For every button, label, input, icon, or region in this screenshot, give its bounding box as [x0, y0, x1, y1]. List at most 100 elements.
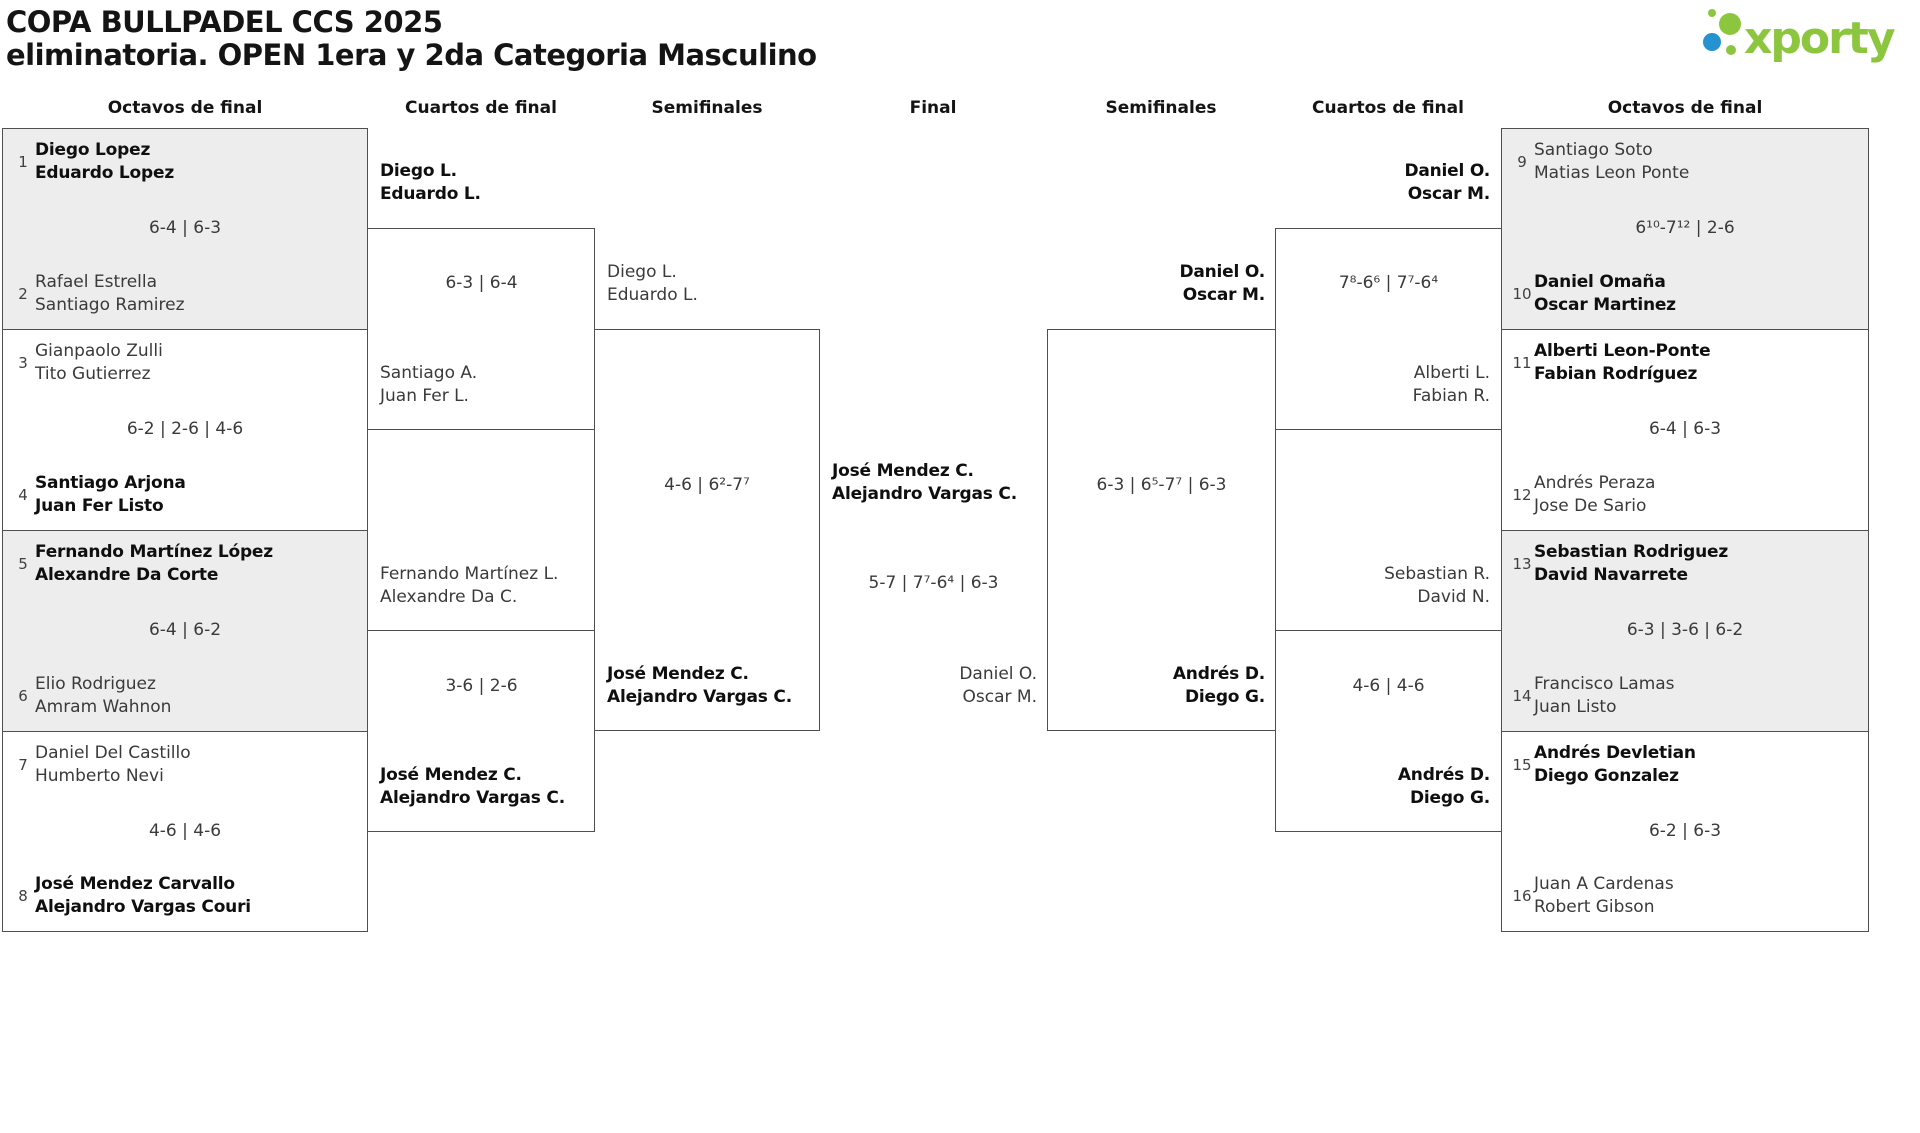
qf3-box	[1275, 228, 1502, 430]
player-name: Gianpaolo Zulli	[35, 341, 163, 361]
logo-dot-small-icon	[1726, 45, 1736, 55]
sf1-box	[594, 329, 820, 731]
player-name: Santiago Soto	[1534, 140, 1653, 160]
qf4-box	[1275, 630, 1502, 832]
team-entry: 14 Francisco Lamas Juan Listo	[1510, 673, 1675, 719]
sf1-team-b-label: José Mendez C. Alejandro Vargas C.	[607, 663, 792, 709]
player-name: Juan A Cardenas	[1534, 874, 1674, 894]
player-name: Juan Listo	[1534, 697, 1617, 717]
player-name: Eduardo L.	[380, 184, 481, 204]
player-name: Eduardo L.	[607, 285, 698, 305]
team-entry: 13 Sebastian Rodriguez David Navarrete	[1510, 541, 1728, 587]
team-names: Andrés Peraza Jose De Sario	[1534, 472, 1655, 518]
round-header-octavos-right: Octavos de final	[1607, 98, 1763, 118]
sf1-score: 4-6 | 6²-7⁷	[664, 475, 750, 495]
player-name: Andrés Devletian	[1534, 743, 1696, 763]
sf2-score: 6-3 | 6⁵-7⁷ | 6-3	[1096, 475, 1227, 495]
octavos-match-5-6: 5 Fernando Martínez López Alexandre Da C…	[2, 530, 368, 731]
match-score: 6-2 | 6-3	[1648, 821, 1722, 841]
team-names: Daniel Del Castillo Humberto Nevi	[35, 742, 191, 788]
title-line2: eliminatoria. OPEN 1era y 2da Categoria …	[6, 38, 817, 72]
player-name: José Mendez C.	[607, 664, 749, 684]
round-header-cuartos-right: Cuartos de final	[1312, 98, 1464, 118]
seed-number: 12	[1512, 486, 1532, 504]
team-names: Elio Rodriguez Amram Wahnon	[35, 673, 171, 719]
player-name: Oscar Martinez	[1534, 295, 1676, 315]
player-name: Daniel Omaña	[1534, 272, 1666, 292]
qf2-box	[368, 630, 595, 832]
sf2-box	[1047, 329, 1276, 731]
team-entry: 4 Santiago Arjona Juan Fer Listo	[11, 472, 186, 518]
team-names: Alberti Leon-Ponte Fabian Rodríguez	[1534, 340, 1711, 386]
player-name: Diego G.	[1184, 687, 1265, 707]
qf1-score: 6-3 | 6-4	[445, 273, 518, 293]
match-score: 6-4 | 6-3	[148, 218, 222, 238]
team-entry: 12 Andrés Peraza Jose De Sario	[1510, 472, 1655, 518]
player-name: Daniel O.	[1404, 161, 1490, 181]
player-name: Diego L.	[607, 262, 677, 282]
player-name: Francisco Lamas	[1534, 674, 1675, 694]
team-names: Francisco Lamas Juan Listo	[1534, 673, 1675, 719]
player-name: Juan Fer Listo	[35, 496, 164, 516]
logo-dot-tiny-icon	[1708, 9, 1716, 17]
seed-number: 1	[18, 153, 28, 171]
qf3-team-b-label: Alberti L. Fabian R.	[1413, 362, 1490, 408]
seed-number: 15	[1512, 756, 1532, 774]
player-name: Fabian Rodríguez	[1534, 364, 1698, 384]
team-entry: 3 Gianpaolo Zulli Tito Gutierrez	[11, 340, 163, 386]
player-name: Andrés Peraza	[1534, 473, 1656, 493]
qf2-score: 3-6 | 2-6	[445, 676, 518, 696]
player-name: Alejandro Vargas C.	[832, 484, 1017, 504]
player-name: Santiago Arjona	[35, 473, 186, 493]
player-name: Andrés D.	[1172, 664, 1265, 684]
seed-number: 9	[1517, 153, 1527, 171]
round-header-semis-right: Semifinales	[1105, 98, 1217, 118]
player-name: Juan Fer L.	[380, 386, 469, 406]
player-name: Diego G.	[1409, 788, 1490, 808]
round-header-semis-left: Semifinales	[651, 98, 763, 118]
team-names: Santiago Soto Matias Leon Ponte	[1534, 139, 1689, 185]
round-header-octavos-left: Octavos de final	[107, 98, 263, 118]
seed-number: 5	[18, 555, 28, 573]
player-name: Santiago A.	[380, 363, 478, 383]
team-names: Juan A Cardenas Robert Gibson	[1534, 873, 1674, 919]
qf2-team-a-label: Fernando Martínez L. Alexandre Da C.	[380, 563, 558, 609]
player-name: Fabian R.	[1412, 386, 1490, 406]
team-names: Sebastian Rodriguez David Navarrete	[1534, 541, 1728, 587]
team-names: Fernando Martínez López Alexandre Da Cor…	[35, 541, 273, 587]
player-name: Matias Leon Ponte	[1534, 163, 1690, 183]
player-name: Alexandre Da Corte	[35, 565, 219, 585]
qf1-team-b-label: Santiago A. Juan Fer L.	[380, 362, 477, 408]
final-score: 5-7 | 7⁷-6⁴ | 6-3	[868, 573, 999, 593]
qf2-team-b-label: José Mendez C. Alejandro Vargas C.	[380, 764, 565, 810]
octavos-match-3-4: 3 Gianpaolo Zulli Tito Gutierrez 6-2 | 2…	[2, 329, 368, 530]
team-entry: 8 José Mendez Carvallo Alejandro Vargas …	[11, 873, 251, 919]
match-score: 4-6 | 4-6	[148, 821, 222, 841]
team-names: Daniel Omaña Oscar Martinez	[1534, 271, 1676, 317]
player-name: Alejandro Vargas C.	[607, 687, 792, 707]
player-name: Alberti Leon-Ponte	[1534, 341, 1711, 361]
qf4-team-b-label: Andrés D. Diego G.	[1398, 764, 1490, 810]
logo-dot-big-icon	[1719, 13, 1741, 35]
player-name: Andrés D.	[1397, 765, 1490, 785]
player-name: Diego Lopez	[35, 140, 151, 160]
final-team-a-label: José Mendez C. Alejandro Vargas C.	[832, 460, 1017, 506]
player-name: Daniel O.	[1179, 262, 1265, 282]
team-entry: 6 Elio Rodriguez Amram Wahnon	[11, 673, 171, 719]
match-score: 6-3 | 3-6 | 6-2	[1626, 620, 1744, 640]
seed-number: 4	[18, 486, 28, 504]
player-name: Diego L.	[380, 161, 457, 181]
qf4-score: 4-6 | 4-6	[1352, 676, 1425, 696]
qf3-score: 7⁸-6⁶ | 7⁷-6⁴	[1338, 273, 1439, 293]
octavos-match-7-8: 7 Daniel Del Castillo Humberto Nevi 4-6 …	[2, 731, 368, 932]
player-name: Alejandro Vargas C.	[380, 788, 565, 808]
player-name: Daniel Del Castillo	[35, 743, 191, 763]
team-entry: 16 Juan A Cardenas Robert Gibson	[1510, 873, 1674, 919]
octavos-match-1-2: 1 Diego Lopez Eduardo Lopez 6-4 | 6-3 2 …	[2, 128, 368, 329]
xporty-logo[interactable]: xporty	[1700, 0, 1910, 75]
player-name: Rafael Estrella	[35, 272, 158, 292]
qf3-team-a-label: Daniel O. Oscar M.	[1404, 160, 1490, 206]
player-name: Eduardo Lopez	[35, 163, 175, 183]
player-name: Fernando Martínez López	[35, 542, 273, 562]
